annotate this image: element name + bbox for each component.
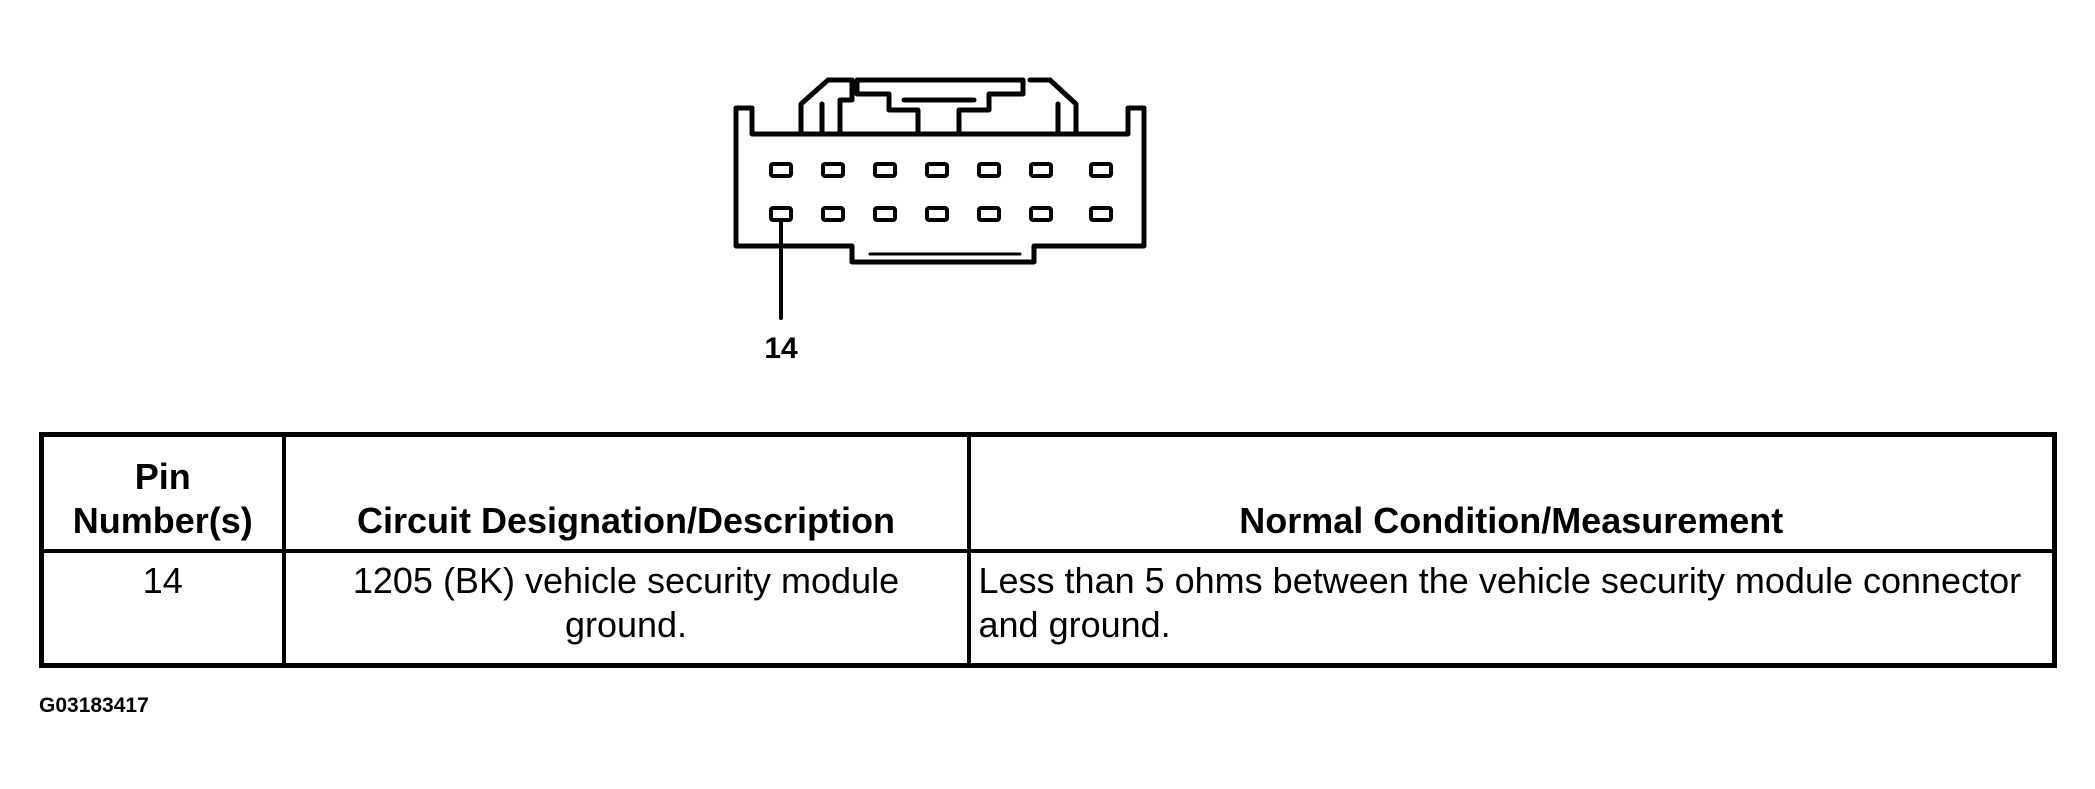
cell-circuit: 1205 (BK) vehicle security module ground… [281, 549, 971, 668]
header-pin-numbers: Pin Number(s) [39, 432, 286, 553]
pin-cavity [873, 162, 897, 178]
header-circuit: Circuit Designation/Description [281, 432, 971, 553]
table-row: 14 1205 (BK) vehicle security module gro… [39, 549, 2057, 668]
pin-cavity [977, 162, 1001, 178]
connector-diagram: 14 [733, 77, 1147, 365]
pin-cavity [977, 206, 1001, 222]
pin-cavity [873, 206, 897, 222]
connector-left-latch [798, 77, 855, 137]
connector-body [733, 105, 1147, 265]
pin-row-1 [769, 162, 1113, 178]
pin-callout-label: 14 [764, 332, 798, 365]
pin-cavity [925, 162, 949, 178]
pin-cavity [821, 206, 845, 222]
connector-right-latch [1027, 77, 1079, 137]
pin-cavity [1029, 206, 1053, 222]
pin-cavity [1089, 162, 1113, 178]
pin-cavity [1089, 206, 1113, 222]
pin-table: Pin Number(s) Circuit Designation/Descri… [39, 432, 2057, 668]
connector-lock-tab [854, 77, 1026, 137]
figure-id: G03183417 [39, 694, 149, 717]
pin-cavity [1029, 162, 1053, 178]
pin-row-2 [769, 206, 1113, 222]
pin-cavity [925, 206, 949, 222]
header-pin-line1: Pin [134, 456, 191, 497]
cell-pin: 14 [39, 549, 286, 668]
pin-cavity [821, 162, 845, 178]
pin-cavity [769, 162, 793, 178]
table-header-row: Pin Number(s) Circuit Designation/Descri… [39, 432, 2057, 553]
header-condition: Normal Condition/Measurement [966, 432, 2057, 553]
cell-condition: Less than 5 ohms between the vehicle sec… [966, 549, 2057, 668]
header-pin-line2: Number(s) [72, 500, 253, 541]
